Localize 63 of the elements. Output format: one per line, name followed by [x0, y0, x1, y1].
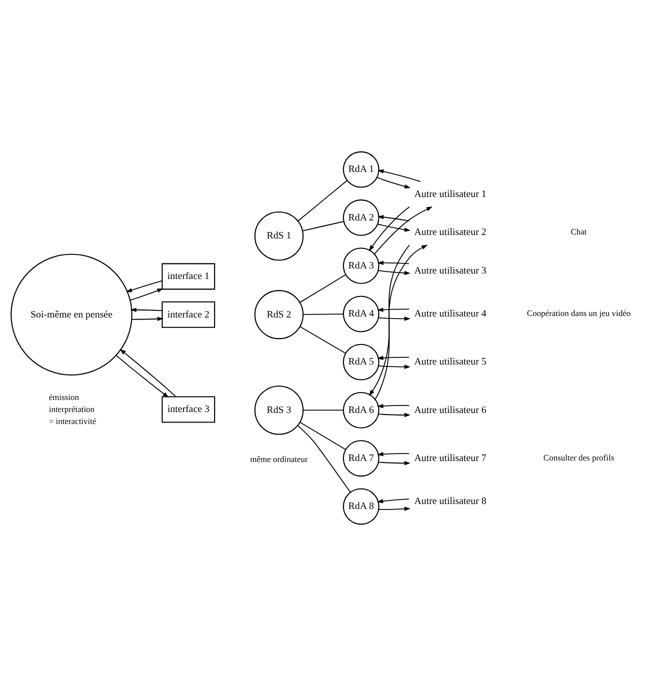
connector: [298, 425, 351, 493]
node-box: interface 3: [162, 396, 216, 423]
arrow: [377, 404, 410, 408]
arrow: [377, 308, 410, 312]
node-circle: RdA 7: [342, 440, 380, 477]
arrow: [378, 270, 410, 276]
legend-label: = interactivité: [48, 416, 96, 426]
arrow: [126, 280, 163, 292]
node-circle: RdA 5: [342, 344, 380, 380]
node-text: Autre utilisateur 2: [414, 227, 486, 238]
arrow: [376, 498, 410, 504]
node-text: Autre utilisateur 7: [414, 452, 486, 464]
node-circle: RdA 4: [342, 296, 380, 332]
node-circle: RdA 3: [342, 248, 380, 284]
arrow: [378, 215, 410, 222]
arrow: [377, 260, 410, 265]
node-circle: RdS 2: [254, 290, 304, 340]
node-circle: RdA 6: [342, 392, 380, 428]
arrow: [120, 348, 176, 398]
node-text: Autre utilisateur 5: [414, 356, 486, 368]
label: même ordinateur: [250, 454, 308, 464]
connector: [298, 180, 348, 222]
node-box: interface 1: [162, 263, 216, 290]
node-circle: RdA 1: [342, 151, 380, 188]
node-text: Autre utilisateur 8: [414, 496, 486, 508]
arrow: [130, 288, 164, 301]
node-circle: RdS 3: [254, 386, 304, 435]
node-box: interface 2: [162, 301, 216, 328]
connector: [300, 326, 346, 354]
connector: [302, 410, 344, 411]
connector: [302, 314, 344, 315]
arrow: [131, 316, 164, 322]
arrow: [377, 452, 410, 456]
legend-label: émission: [48, 392, 80, 402]
node-text: Autre utilisateur 6: [414, 404, 486, 416]
node-circle: RdS 1: [254, 211, 304, 261]
node-text: Autre utilisateur 3: [414, 265, 486, 276]
arrow: [378, 169, 421, 182]
node-circle: RdA 2: [342, 199, 380, 236]
node-circle: RdA 8: [342, 488, 380, 525]
arrow: [130, 308, 163, 312]
arrow: [369, 244, 410, 396]
arrow: [378, 316, 410, 321]
node-text: Autre utilisateur 1: [414, 188, 486, 200]
arrow: [378, 364, 410, 369]
arrow: [378, 412, 410, 418]
arrow: [376, 177, 411, 188]
label: Consulter des profils: [543, 452, 614, 463]
label: Coopération dans un jeu vidéo: [526, 308, 631, 318]
connector: [299, 274, 346, 303]
arrow: [378, 506, 410, 511]
arrow: [116, 354, 169, 398]
arrow: [374, 206, 432, 254]
connector: [299, 422, 346, 450]
arrow: [377, 224, 411, 232]
legend-label: interprétation: [48, 404, 95, 414]
connector: [302, 221, 344, 232]
arrow: [368, 206, 410, 252]
arrow: [374, 244, 428, 400]
arrow: [378, 460, 410, 466]
node-text: Autre utilisateur 4: [414, 308, 486, 320]
label: Chat: [570, 226, 587, 237]
arrow: [377, 356, 410, 360]
